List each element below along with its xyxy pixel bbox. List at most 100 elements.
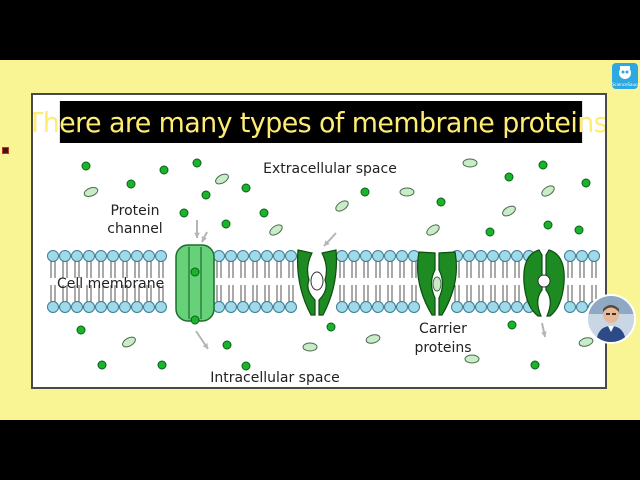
ion-in-channel — [190, 267, 200, 277]
protein-channel-label: Protein — [110, 203, 159, 219]
movement-arrow-head — [541, 331, 547, 337]
lipid-head — [396, 301, 408, 313]
ion-molecule — [360, 187, 370, 197]
carrier-protein-half — [545, 249, 565, 317]
lipid-head — [408, 301, 420, 313]
lipid-head — [372, 301, 384, 313]
ion-molecule — [201, 190, 211, 200]
lipid-head — [71, 250, 83, 262]
carrier-proteins-label: Carrier — [419, 321, 467, 337]
lipid-head — [143, 301, 155, 313]
lipid-head — [143, 250, 155, 262]
ion-molecule — [543, 220, 553, 230]
lipid-head — [95, 301, 107, 313]
ion-molecule — [259, 208, 269, 218]
lipid-head — [83, 301, 95, 313]
lipid-head — [285, 301, 297, 313]
lipid-head — [372, 250, 384, 262]
lipid-head — [225, 250, 237, 262]
ion-molecule — [538, 160, 548, 170]
ion-molecule — [157, 360, 167, 370]
ion-molecule — [530, 360, 540, 370]
movement-arrow-head — [202, 343, 208, 349]
slide-title: There are many types of membrane protein… — [33, 101, 605, 143]
large-molecule — [215, 173, 229, 185]
large-molecule — [269, 224, 283, 236]
ion-in-channel — [190, 315, 200, 325]
lipid-head — [451, 301, 463, 313]
ion-molecule — [504, 172, 514, 182]
carrier-protein-half — [523, 249, 543, 317]
lipid-head — [155, 250, 167, 262]
large-molecule — [399, 187, 415, 197]
lipid-head — [384, 250, 396, 262]
ion-molecule — [485, 227, 495, 237]
ion-molecule — [326, 322, 336, 332]
lipid-head — [213, 301, 225, 313]
lipid-head — [261, 301, 273, 313]
lipid-head — [273, 250, 285, 262]
carrier-protein-half — [318, 249, 338, 316]
lipid-head — [59, 301, 71, 313]
lipid-head — [131, 301, 143, 313]
protein-channel-label: channel — [107, 221, 162, 237]
lipid-head — [59, 250, 71, 262]
lipid-head — [237, 301, 249, 313]
ion-molecule — [222, 340, 232, 350]
movement-arrow-head — [201, 236, 207, 242]
lipid-head — [336, 250, 348, 262]
lipid-head — [336, 301, 348, 313]
scientist-face-icon — [619, 66, 631, 79]
ion-molecule — [179, 208, 189, 218]
ion-molecule — [507, 320, 517, 330]
lipid-head — [225, 301, 237, 313]
lipid-head — [83, 250, 95, 262]
molecule-in-carrier — [432, 276, 442, 292]
extracellular-space-label: Extracellular space — [263, 161, 397, 177]
lipid-head — [249, 250, 261, 262]
movement-arrow-head — [194, 232, 200, 238]
carrier-cavity — [537, 274, 551, 288]
lipid-head — [360, 250, 372, 262]
large-molecule — [541, 185, 555, 197]
movement-arrow-head — [324, 240, 330, 246]
lipid-head — [95, 250, 107, 262]
channel-logo-icon[interactable]: ScienceSauce — [612, 63, 640, 89]
presenter-webcam — [586, 294, 636, 344]
lipid-head — [213, 250, 225, 262]
lipid-head — [576, 250, 588, 262]
lipid-head — [107, 301, 119, 313]
lipid-head — [576, 301, 588, 313]
lipid-head — [588, 250, 600, 262]
ion-molecule — [126, 179, 136, 189]
ion-molecule — [241, 361, 251, 371]
large-molecule — [122, 336, 136, 348]
large-molecule — [502, 205, 516, 217]
carrier-protein-half — [438, 251, 458, 316]
carrier-proteins-label: proteins — [414, 340, 471, 356]
lipid-head — [511, 250, 523, 262]
ion-molecule — [81, 161, 91, 171]
lipid-head — [396, 250, 408, 262]
carrier-protein-half — [296, 249, 316, 316]
lipid-head — [564, 301, 576, 313]
lipid-head — [511, 301, 523, 313]
ion-molecule — [581, 178, 591, 188]
carrier-cavity — [310, 271, 324, 291]
ion-molecule — [76, 325, 86, 335]
lipid-head — [155, 301, 167, 313]
lipid-head — [499, 301, 511, 313]
lipid-head — [475, 301, 487, 313]
carrier-protein-half — [416, 251, 436, 316]
logo-label: ScienceSauce — [612, 82, 640, 87]
lipid-head — [463, 250, 475, 262]
large-molecule — [462, 158, 478, 168]
lipid-head — [348, 250, 360, 262]
lipid-head — [487, 250, 499, 262]
lipid-head — [107, 250, 119, 262]
large-molecule — [83, 187, 99, 197]
lipid-head — [463, 301, 475, 313]
lipid-head — [119, 250, 131, 262]
